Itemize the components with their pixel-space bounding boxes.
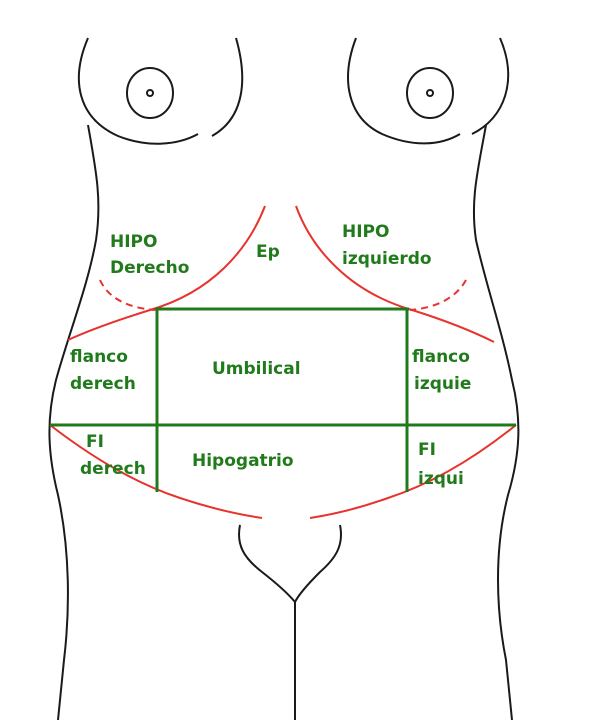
left-breast-contour bbox=[79, 38, 198, 144]
right-areola bbox=[407, 68, 453, 118]
right-side-contour bbox=[474, 125, 518, 720]
right-breast-contour bbox=[348, 38, 460, 143]
label-hipo-derecho: HIPO Derecho bbox=[110, 232, 189, 278]
right-nipple bbox=[427, 90, 433, 96]
label-fi-izquierdo: FI izqui bbox=[418, 440, 464, 489]
left-thigh-contour bbox=[239, 525, 295, 602]
right-thigh-contour bbox=[295, 525, 341, 602]
right-hypochondrium-dashed bbox=[410, 280, 466, 310]
label-flanco-izquierdo: flanco izquie bbox=[412, 347, 476, 394]
left-breast-contour-upper bbox=[212, 38, 242, 136]
label-fi-derecho: FI derech bbox=[80, 432, 146, 479]
right-breast-contour-upper bbox=[472, 38, 508, 134]
label-hipogastrio: Hipogatrio bbox=[192, 451, 294, 471]
label-hipo-izquierdo: HIPO izquierdo bbox=[342, 222, 432, 269]
left-nipple bbox=[147, 90, 153, 96]
label-flanco-derecho: flanco derech bbox=[70, 347, 136, 394]
label-umbilical: Umbilical bbox=[212, 359, 301, 379]
right-inguinal-line bbox=[310, 425, 516, 518]
left-hypochondrium-dashed bbox=[100, 280, 155, 310]
left-areola bbox=[127, 68, 173, 118]
label-epigastrio: Ep bbox=[256, 242, 280, 262]
left-side-contour bbox=[49, 125, 98, 720]
